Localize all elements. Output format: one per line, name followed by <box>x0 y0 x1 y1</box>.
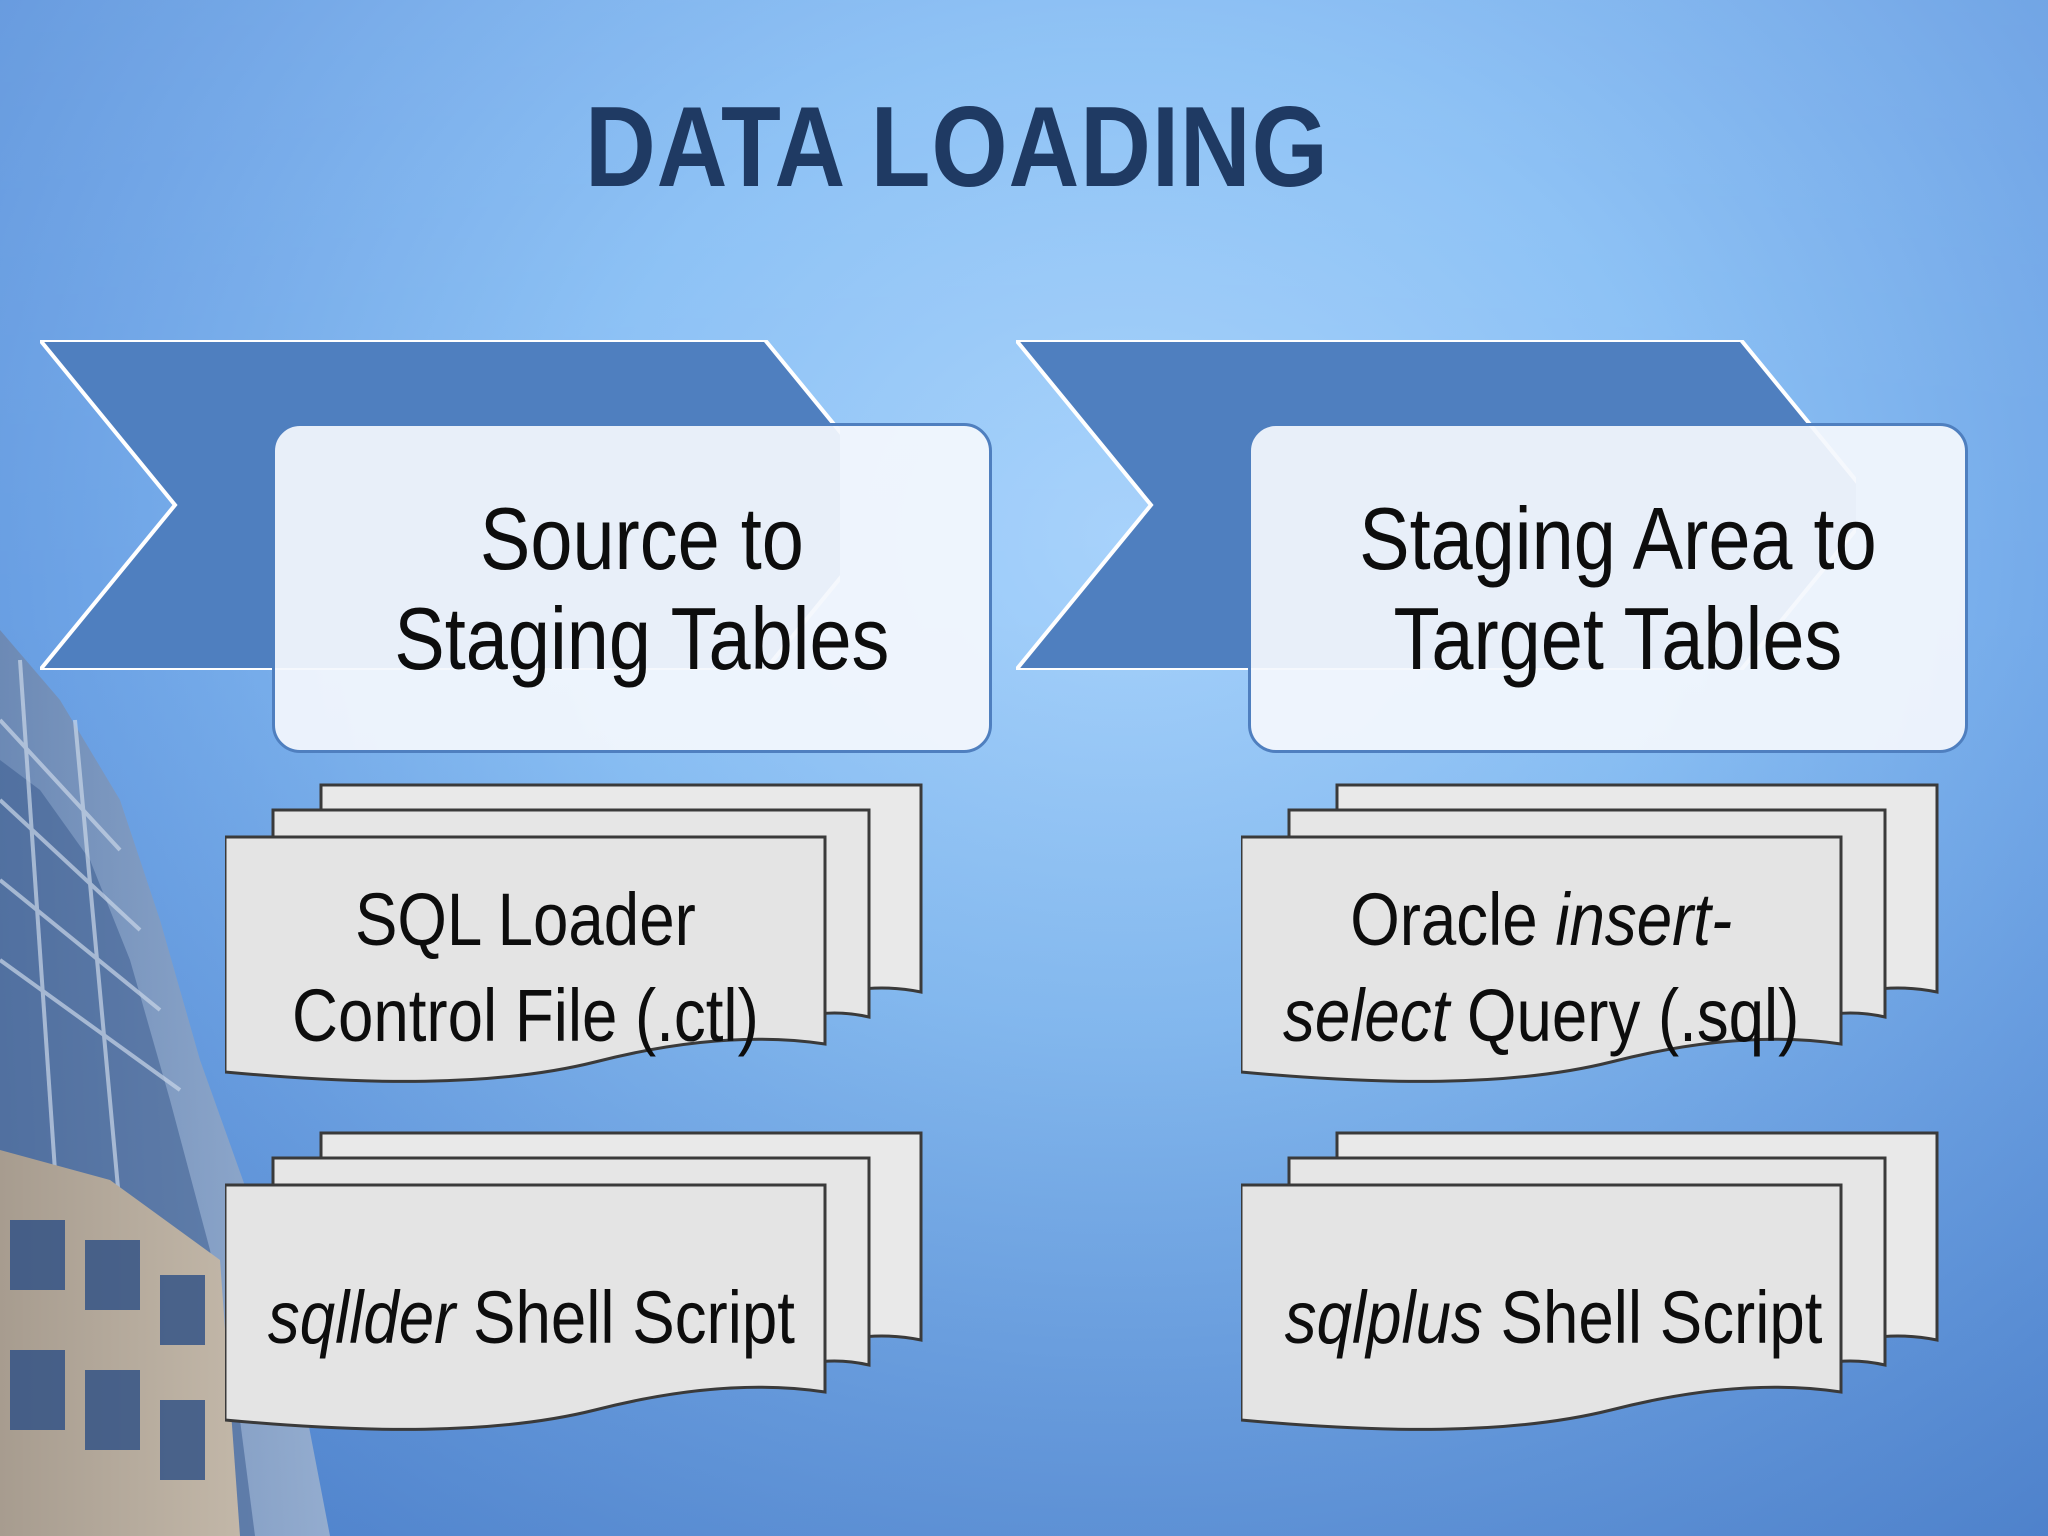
slide-title: DATA LOADING <box>585 84 1329 211</box>
doc-text-line1: SQL Loader <box>354 878 696 961</box>
document-stack-sqlplus-script: sqlplus Shell Script <box>1241 1130 1961 1440</box>
doc-text-italic: select <box>1283 974 1450 1057</box>
document-stack-icon <box>1241 1131 1939 1431</box>
stage-label-line1: Staging Area to <box>1359 489 1877 588</box>
doc-text-italic: insert- <box>1555 878 1733 961</box>
document-label: sqlplus Shell Script <box>1241 1270 1841 1366</box>
stage-label-line2: Target Tables <box>1393 589 1843 688</box>
doc-text-plain: Shell Script <box>1482 1276 1823 1359</box>
doc-text-plain: Shell Script <box>455 1276 795 1359</box>
document-label: sqllder Shell Script <box>225 1270 825 1366</box>
document-stack-icon <box>225 1131 923 1431</box>
document-stack-icon <box>225 783 923 1083</box>
doc-text-italic: sqlplus <box>1284 1276 1483 1359</box>
doc-text-line2: Control File (.ctl) <box>291 974 759 1057</box>
document-stack-sqlldr-script: sqllder Shell Script <box>225 1130 945 1440</box>
doc-text-italic: sqllder <box>267 1276 456 1359</box>
doc-text-plain: Oracle <box>1350 878 1556 961</box>
stage-label-line1: Source to <box>480 489 804 588</box>
stage-label-line2: Staging Tables <box>394 589 890 688</box>
document-stack-insert-select: Oracle insert-select Query (.sql) <box>1241 782 1961 1092</box>
document-label: Oracle insert-select Query (.sql) <box>1241 872 1841 1064</box>
document-stack-icon <box>1241 783 1939 1083</box>
doc-text-plain: Query (.sql) <box>1449 974 1800 1057</box>
